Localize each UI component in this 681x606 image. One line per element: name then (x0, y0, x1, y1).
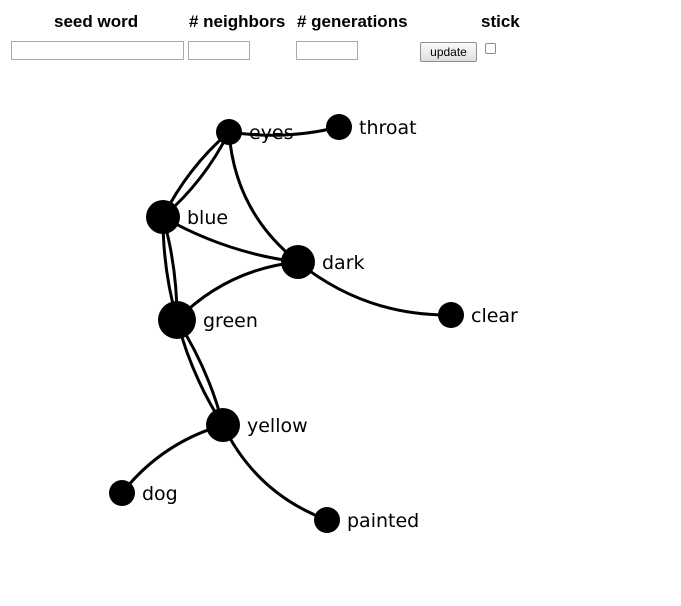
node-label-eyes: eyes (249, 122, 294, 144)
node-clear[interactable] (438, 302, 464, 328)
node-label-painted: painted (347, 510, 419, 532)
node-label-dog: dog (142, 483, 178, 505)
graph-labels: eyes throat blue dark green clear yellow dog pai… (142, 117, 518, 532)
node-dog[interactable] (109, 480, 135, 506)
node-eyes[interactable] (216, 119, 242, 145)
node-label-dark: dark (322, 252, 365, 274)
link-dark-clear (297, 260, 452, 317)
node-label-throat: throat (359, 117, 417, 139)
generations-input[interactable] (296, 41, 358, 60)
update-button[interactable]: update (420, 42, 477, 62)
seed-word-input[interactable] (11, 41, 184, 60)
node-label-clear: clear (471, 305, 518, 327)
generations-label: # generations (297, 12, 408, 31)
neighbors-label: # neighbors (189, 12, 286, 31)
link-eyes-dark (227, 131, 299, 264)
node-painted[interactable] (314, 507, 340, 533)
node-label-yellow: yellow (247, 415, 308, 437)
link-blue-dark (162, 215, 299, 264)
stick-checkbox[interactable] (485, 43, 496, 54)
node-green[interactable] (158, 301, 196, 339)
node-yellow[interactable] (206, 408, 240, 442)
node-label-blue: blue (187, 207, 228, 229)
link-yellow-painted (221, 424, 328, 522)
neighbors-input[interactable] (188, 41, 250, 60)
controls-bar: seed word # neighbors # generations stic… (0, 0, 681, 70)
seed-word-label: seed word (54, 12, 139, 31)
node-dark[interactable] (281, 245, 315, 279)
node-blue[interactable] (146, 200, 180, 234)
stick-label: stick (481, 12, 520, 31)
node-throat[interactable] (326, 114, 352, 140)
graph-nodes (109, 114, 464, 533)
node-label-green: green (203, 310, 258, 332)
